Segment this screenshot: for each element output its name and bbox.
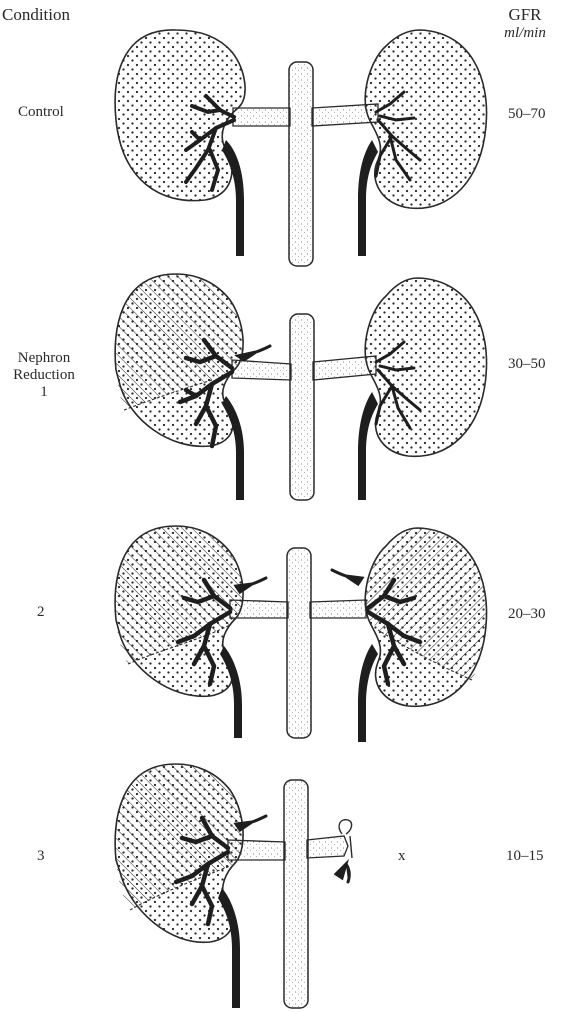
condition-reduction-1-line1: Nephron <box>4 350 84 367</box>
left-kidney-infarcted <box>115 274 243 410</box>
condition-reduction-3: 3 <box>37 848 45 865</box>
renal-artery-left <box>233 108 290 126</box>
gfr-reduction-1: 30–50 <box>508 356 546 373</box>
row-reduction-3 <box>115 764 352 1008</box>
right-ureter <box>358 392 378 500</box>
renal-artery-right-stump <box>307 836 348 858</box>
occlusion-arrow-right <box>332 570 362 584</box>
gfr-reduction-2: 20–30 <box>508 606 546 623</box>
gfr-header: GFR <box>490 6 560 23</box>
ligation-arrow <box>336 864 349 882</box>
right-ureter <box>358 644 378 742</box>
gfr-unit: ml/min <box>490 25 560 42</box>
condition-reduction-2: 2 <box>37 604 45 621</box>
aorta <box>289 62 313 266</box>
row-control <box>115 30 486 266</box>
condition-reduction-1-line2: Reduction <box>4 367 84 384</box>
renal-artery-left <box>232 360 291 380</box>
aorta <box>284 780 308 1008</box>
renal-artery-right <box>310 600 366 618</box>
aorta <box>290 314 314 500</box>
condition-control: Control <box>18 104 64 121</box>
row-reduction-1 <box>115 274 486 500</box>
left-kidney <box>115 30 245 201</box>
right-kidney <box>365 30 486 208</box>
condition-reduction-1-line3: 1 <box>4 384 84 401</box>
gfr-control: 50–70 <box>508 106 546 123</box>
aorta <box>287 548 311 738</box>
condition-header: Condition <box>2 6 70 23</box>
gfr-reduction-3: 10–15 <box>506 848 544 865</box>
removed-kidney-mark: x <box>398 848 406 865</box>
row-reduction-2 <box>115 526 486 742</box>
right-ureter <box>358 140 378 256</box>
